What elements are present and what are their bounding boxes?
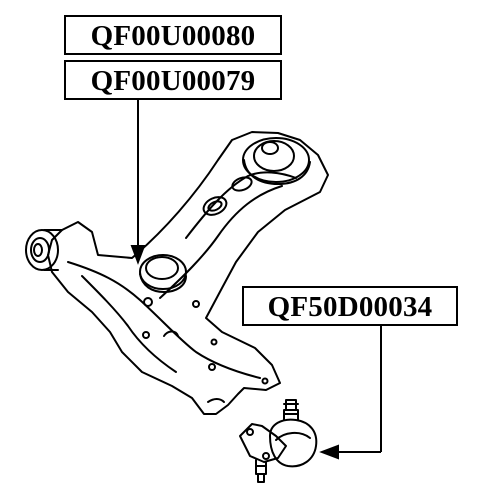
arm-lower-lip — [207, 398, 225, 403]
arm-hole-middle-inner — [207, 200, 223, 212]
control-arm-inner-rib — [67, 261, 261, 379]
arm-hole-2 — [192, 300, 200, 308]
front-bushing-housing — [25, 229, 59, 271]
control-arm-inner-edge — [185, 171, 297, 239]
arm-slot — [163, 330, 179, 337]
arm-hole-1 — [143, 297, 153, 307]
part-number-label-middle: QF00U00079 — [64, 60, 282, 100]
control-arm-side-line — [81, 275, 177, 373]
part-number-label-ball-joint: QF50D00034 — [242, 286, 458, 326]
front-bushing-core — [33, 243, 43, 257]
leader-arrowhead-ball-joint — [319, 444, 339, 460]
ball-joint-stud — [283, 399, 299, 421]
rear-bushing-side — [243, 159, 311, 185]
rear-bushing-core — [261, 141, 279, 155]
arm-hole-middle — [202, 196, 228, 216]
ball-joint-body — [269, 418, 318, 468]
center-bushing-inner — [145, 256, 179, 280]
control-arm-outline — [47, 131, 329, 415]
control-arm-lower-flange — [159, 185, 283, 299]
front-bushing-sleeve — [43, 229, 63, 271]
leader-arrowhead-control-arm — [130, 245, 146, 265]
center-bushing-housing — [139, 254, 187, 290]
arm-hole-upper — [231, 176, 253, 192]
arm-hole-4 — [208, 363, 216, 371]
ball-joint-boot — [275, 432, 311, 441]
ball-joint-lower-bolt — [255, 459, 267, 483]
center-bushing-base — [139, 273, 187, 293]
ball-joint-flange — [239, 423, 287, 463]
front-bushing-rubber — [30, 237, 50, 263]
arm-hole-5 — [210, 338, 218, 346]
arm-hole-6 — [261, 377, 269, 385]
arm-hole-3 — [142, 331, 150, 339]
rear-bushing-rubber — [253, 140, 295, 172]
part-number-label-upper: QF00U00080 — [64, 15, 282, 55]
ball-joint-flange-hole-1 — [246, 428, 254, 436]
ball-joint-flange-hole-2 — [262, 452, 270, 460]
